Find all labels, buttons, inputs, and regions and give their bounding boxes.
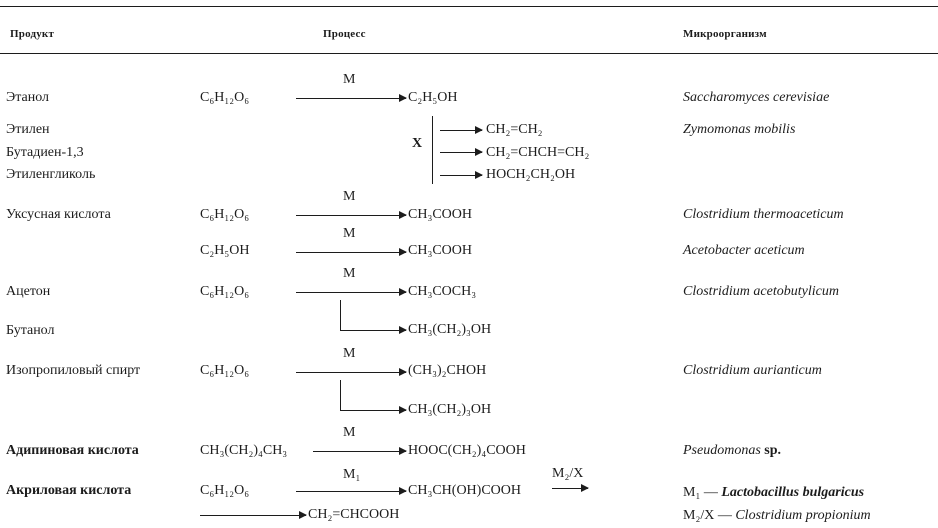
header-rule xyxy=(0,53,938,54)
substrate-glucose: C₆H₁₂O₆ xyxy=(200,483,250,498)
product-ethylene-glycol: Этиленгликоль xyxy=(6,167,96,182)
product-butadiene: Бутадиен-1,3 xyxy=(6,145,84,160)
product-formula: CH₃COOH xyxy=(408,243,472,258)
substrate-glucose: C₆H₁₂O₆ xyxy=(200,284,250,299)
reaction-arrow xyxy=(340,406,407,414)
product-formula: CH₃COCH₃ xyxy=(408,284,477,299)
header-process: Процесс xyxy=(323,28,366,40)
substrate-glucose: C₆H₁₂O₆ xyxy=(200,90,250,105)
product-formula: CH₃COOH xyxy=(408,207,472,222)
organism-name: Pseudomonas sp. xyxy=(683,443,781,459)
reaction-arrow xyxy=(296,288,407,296)
catalyst-label: X xyxy=(412,136,423,151)
organism-genus: Pseudomonas xyxy=(683,443,761,458)
substrate-glucose: C₆H₁₂O₆ xyxy=(200,207,250,222)
catalyst-label: M₁ xyxy=(343,467,361,482)
branch-line xyxy=(432,116,433,184)
catalyst-label: M xyxy=(343,425,356,440)
reaction-arrow xyxy=(296,94,407,102)
product-formula: CH₃(CH₂)₃OH xyxy=(408,322,492,337)
product-formula: CH₂=CHCOOH xyxy=(308,507,400,522)
organism-species: sp. xyxy=(764,443,782,458)
product-formula: HOCH₂CH₂OH xyxy=(486,167,576,182)
reaction-arrow xyxy=(296,211,407,219)
reaction-arrow xyxy=(296,368,407,376)
catalyst-label: M xyxy=(343,266,356,281)
product-formula: (CH₃)₂CHOH xyxy=(408,363,487,378)
header-product: Продукт xyxy=(10,28,55,40)
reaction-arrow xyxy=(340,326,407,334)
organism-name: Saccharomyces cerevisiae xyxy=(683,90,830,105)
organism-name: Acetobacter aceticum xyxy=(683,243,805,258)
reaction-arrow xyxy=(440,171,483,179)
organism-m1: M₁ — Lactobacillus bulgaricus xyxy=(683,485,864,501)
organism-m1-name: Lactobacillus bulgaricus xyxy=(721,485,865,500)
organism-m1-prefix: M₁ — xyxy=(683,485,718,500)
product-formula: CH₃CH(OH)COOH xyxy=(408,483,521,498)
substrate-glucose: C₆H₁₂O₆ xyxy=(200,363,250,378)
substrate-ethanol: C₂H₅OH xyxy=(200,243,250,258)
catalyst-label: M xyxy=(343,189,356,204)
branch-line xyxy=(340,300,341,330)
organism-name: Clostridium thermoaceticum xyxy=(683,207,844,222)
product-formula: CH₃(CH₂)₃OH xyxy=(408,402,492,417)
reaction-arrow xyxy=(296,487,407,495)
product-formula: CH₂=CH₂ xyxy=(486,122,543,137)
catalyst-label: M xyxy=(343,346,356,361)
organism-name: Clostridium aurianticum xyxy=(683,363,822,378)
reaction-arrow xyxy=(200,511,307,519)
reaction-arrow xyxy=(552,484,589,492)
product-formula: HOOC(CH₂)₄COOH xyxy=(408,443,526,458)
substrate-hexane: CH₃(CH₂)₄CH₃ xyxy=(200,443,288,458)
product-isopropanol: Изопропиловый спирт xyxy=(6,363,141,378)
top-rule xyxy=(0,6,938,7)
catalyst-label: M xyxy=(343,226,356,241)
reaction-arrow xyxy=(440,148,483,156)
reaction-arrow xyxy=(440,126,483,134)
reaction-arrow xyxy=(296,248,407,256)
organism-name: Zymomonas mobilis xyxy=(683,122,796,137)
product-ethanol: Этанол xyxy=(6,90,50,105)
catalyst-label: M xyxy=(343,72,356,87)
branch-line xyxy=(340,380,341,410)
product-acrylic-acid: Акриловая кислота xyxy=(6,483,132,498)
reaction-arrow xyxy=(313,447,407,455)
product-acetic-acid: Уксусная кислота xyxy=(6,207,111,222)
product-formula: CH₂=CHCH=CH₂ xyxy=(486,145,590,160)
organism-m2x: M₂/X — Clostridium propionium xyxy=(683,508,871,524)
product-acetone: Ацетон xyxy=(6,284,51,299)
organism-name: Clostridium acetobutylicum xyxy=(683,284,839,299)
product-butanol: Бутанол xyxy=(6,323,55,338)
header-microorganism: Микроорганизм xyxy=(683,28,767,40)
product-adipic-acid: Адипиновая кислота xyxy=(6,443,139,458)
catalyst-label: M₂/X xyxy=(552,466,584,481)
organism-m2x-prefix: M₂/X — xyxy=(683,508,732,523)
product-formula: C₂H₅OH xyxy=(408,90,458,105)
product-ethylene: Этилен xyxy=(6,122,50,137)
organism-m2x-name: Clostridium propionium xyxy=(735,508,871,523)
